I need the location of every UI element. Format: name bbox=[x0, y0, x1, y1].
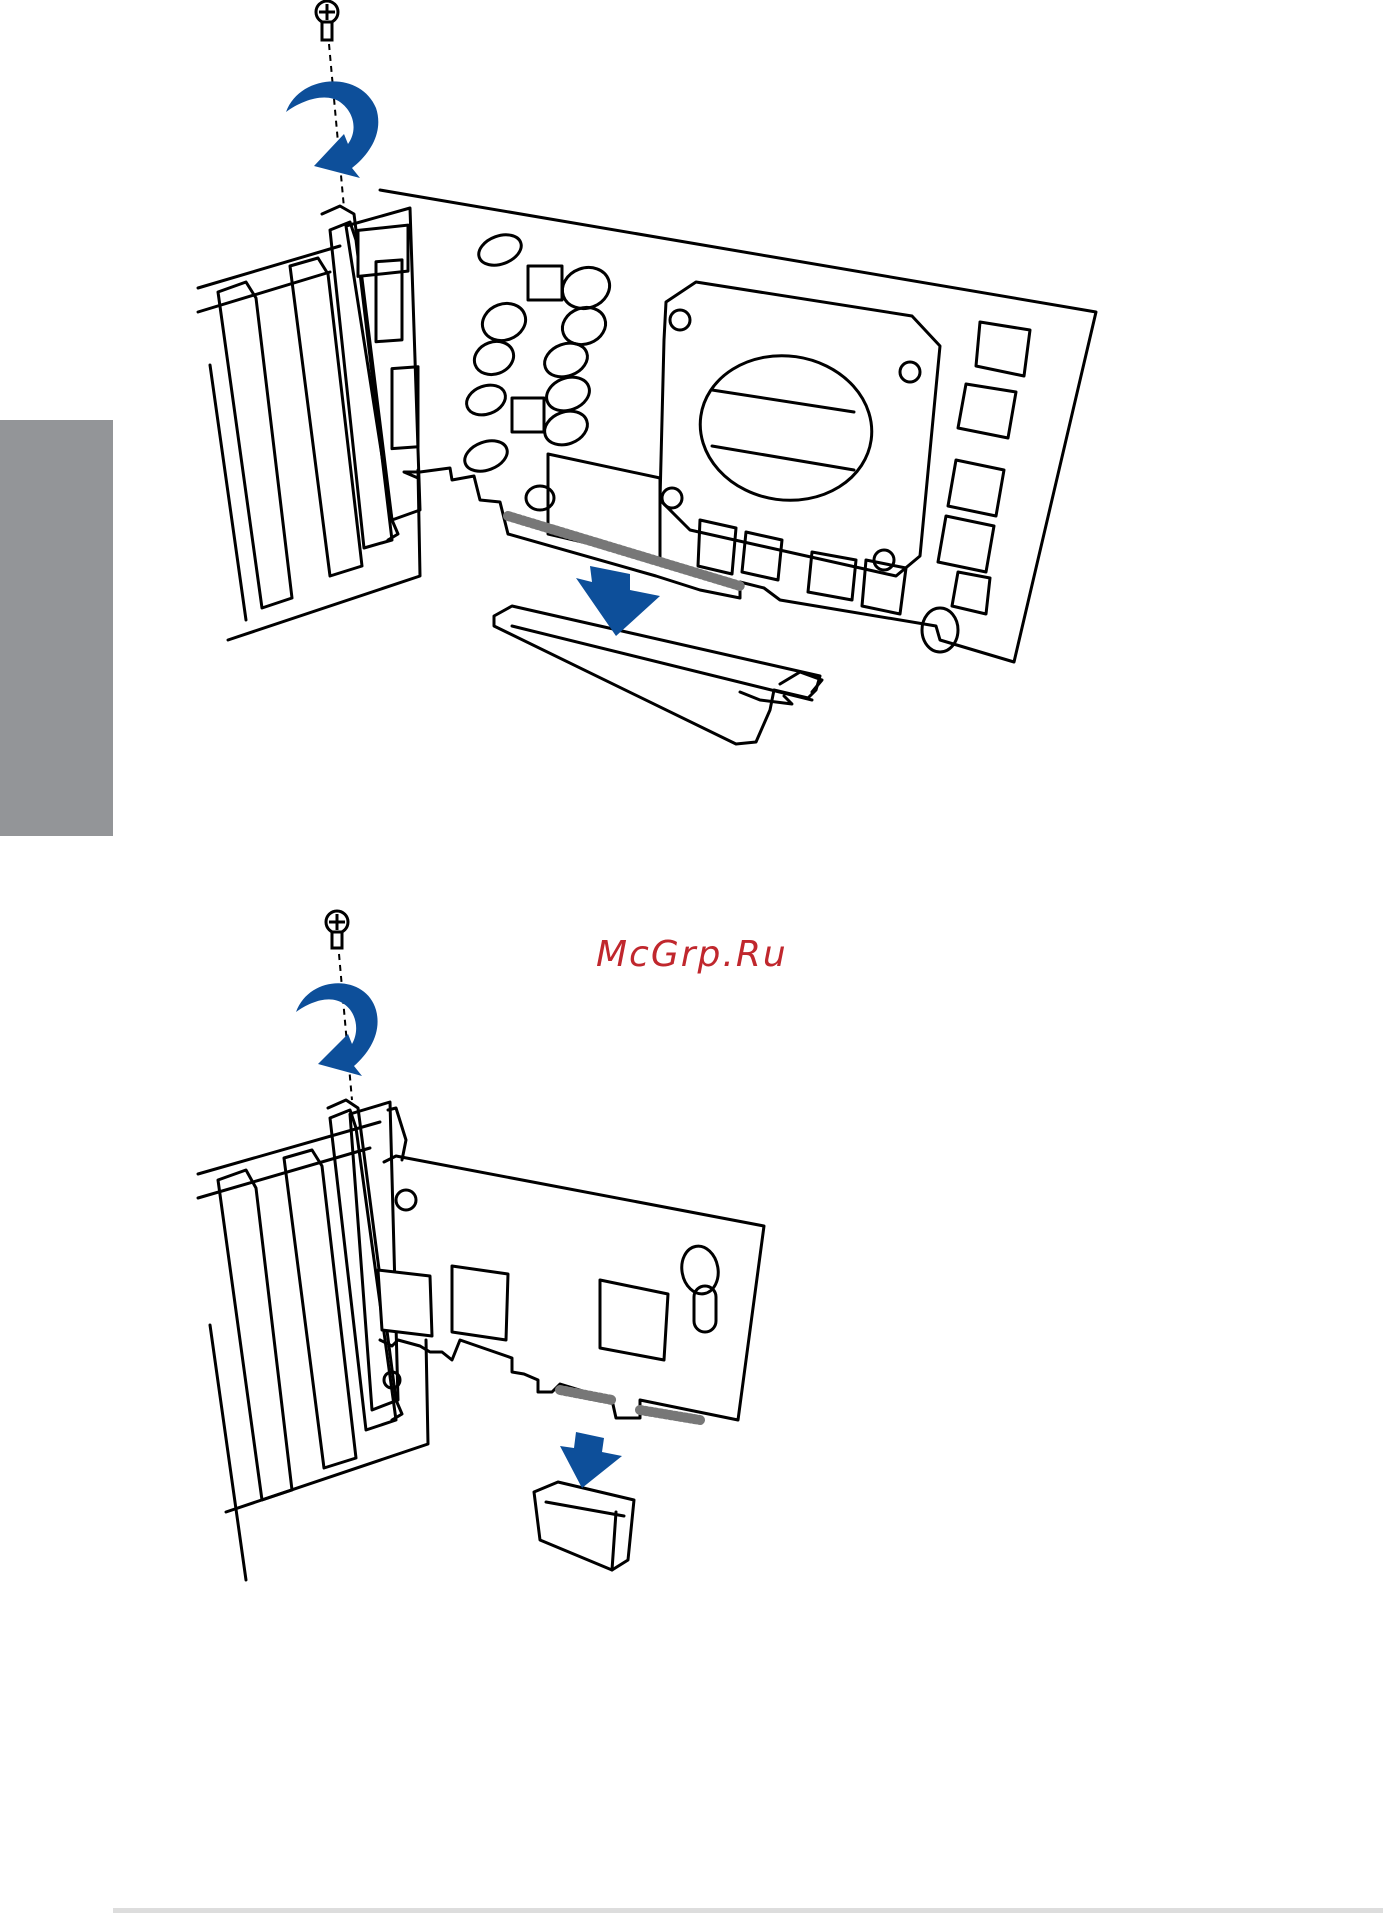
mount-hole bbox=[396, 1190, 416, 1210]
chassis-slot-covers bbox=[198, 1102, 428, 1580]
graphics-card-install-drawing bbox=[0, 0, 1383, 760]
screw-guide-line bbox=[329, 44, 344, 208]
watermark-text: McGrp.Ru bbox=[596, 934, 788, 975]
x1-card-pcb bbox=[380, 1156, 764, 1420]
insert-arrow-icon bbox=[576, 566, 660, 636]
pcie-x1-slot bbox=[534, 1482, 634, 1570]
insert-arrow-icon bbox=[560, 1432, 622, 1488]
memory-chips bbox=[698, 322, 1030, 652]
x1-card-install-drawing bbox=[0, 900, 1383, 1620]
rotate-arrow-icon bbox=[296, 983, 378, 1076]
screw-icon bbox=[326, 911, 348, 948]
fan-heatsink bbox=[660, 282, 940, 576]
capacitors bbox=[461, 229, 616, 510]
chip bbox=[600, 1280, 668, 1360]
pcie-x16-slot bbox=[494, 606, 822, 744]
card-bracket bbox=[328, 1100, 508, 1420]
footer-rule bbox=[113, 1908, 1383, 1913]
rotate-arrow-icon bbox=[286, 81, 378, 178]
gold-fingers bbox=[560, 1390, 700, 1420]
screw-icon bbox=[316, 1, 338, 40]
screw-guide-line bbox=[339, 954, 352, 1100]
x1-card-install-figure bbox=[0, 900, 1383, 1620]
graphics-card-install-figure bbox=[0, 0, 1383, 760]
